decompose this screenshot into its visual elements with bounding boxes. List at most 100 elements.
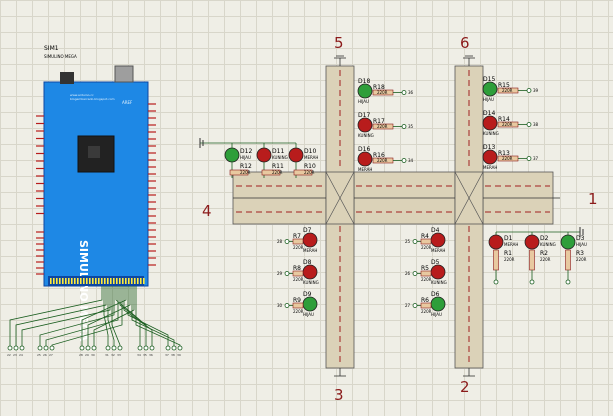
arduino-ref-label: SIM1	[44, 45, 59, 52]
bus-terminal	[165, 345, 171, 351]
bottom-header-pin	[59, 278, 61, 284]
intersection-right	[454, 171, 484, 225]
bus-terminal	[137, 345, 143, 351]
resistor-ref-label: R18	[373, 84, 385, 91]
bus-wire	[111, 286, 121, 346]
resistor-ref-label: R7	[293, 233, 301, 240]
led-color-label: HIJAU	[358, 99, 369, 104]
bus-wire	[93, 286, 135, 346]
resistor-ref-label: R4	[421, 233, 429, 240]
silk-text-1: www.arduino.cc	[70, 93, 94, 97]
resistor	[420, 238, 432, 245]
pin-terminal	[401, 124, 407, 129]
arduino-mega-board[interactable]: SIM1 SIMULINO MEGA www.arduino.cc blogem…	[36, 45, 156, 342]
led-color-label: HIJAU	[303, 312, 314, 317]
bus-wire	[15, 286, 107, 346]
bus-terminal-label: 24	[19, 353, 23, 357]
led-hijau-icon	[430, 296, 446, 312]
bus-terminal	[43, 345, 49, 351]
bottom-header-pin	[56, 278, 58, 284]
bus-terminal-label: 29	[85, 353, 89, 357]
led-ref-label: D5	[431, 259, 440, 266]
traffic-light-south-left[interactable]: D7MERAH28R7220RD8KUNING29R8220RD9HIJAU30…	[277, 227, 319, 317]
pin-number-label: 29	[277, 271, 283, 276]
bottom-header-pin	[71, 278, 73, 284]
resistor-ref-label: R10	[304, 163, 316, 170]
bus-wire	[127, 286, 169, 346]
bus-terminal	[37, 345, 43, 351]
resistor	[292, 302, 304, 309]
resistor-value-label: 220R	[502, 122, 513, 127]
pin-terminal	[412, 303, 418, 308]
resistor-value-label: 220R	[502, 88, 513, 93]
bus-terminal	[49, 345, 55, 351]
resistor-value-label: 220R	[421, 277, 432, 282]
bus-wire	[39, 286, 115, 346]
pin-number-label: 34	[408, 158, 414, 163]
resistor-ref-label: R9	[293, 297, 301, 304]
led-kuning-icon	[256, 147, 272, 163]
bus-terminal-label: 39	[177, 353, 181, 357]
led-merah-icon	[430, 232, 446, 248]
led-color-label: HIJAU	[240, 155, 251, 160]
bus-terminal-label: 32	[111, 353, 115, 357]
bottom-header-pin	[98, 278, 100, 284]
bus-terminal-label: 34	[137, 353, 141, 357]
bottom-header-pin	[104, 278, 106, 284]
bottom-header-pin	[80, 278, 82, 284]
road-label-south-right: 2	[460, 378, 470, 396]
pin-number-label: 27	[405, 303, 411, 308]
led-color-label: HIJAU	[576, 242, 587, 247]
resistor-ref-label: R3	[576, 250, 584, 257]
bus-terminal	[171, 345, 177, 351]
led-color-label: KUNING	[303, 280, 319, 285]
bus-terminal-label: 22	[7, 353, 11, 357]
bus-terminal-label: 23	[13, 353, 17, 357]
bottom-header-pin	[125, 278, 127, 284]
pin-terminal	[401, 158, 407, 163]
bottom-header-pin	[143, 278, 145, 284]
led-merah-icon	[302, 232, 318, 248]
bottom-header-pin	[113, 278, 115, 284]
pin-number-label: 26	[405, 271, 411, 276]
bottom-header-pin	[95, 278, 97, 284]
resistor-value-label: 220R	[377, 158, 388, 163]
traffic-light-west[interactable]: D12HIJAUR12220RD11KUNINGR11220RD10MERAHR…	[199, 138, 318, 178]
bus-terminal-label: 25	[37, 353, 41, 357]
bus-wire	[21, 286, 111, 346]
led-ref-label: D16	[358, 146, 370, 153]
pin-number-label: 38	[533, 122, 539, 127]
left-pin-header	[36, 115, 44, 275]
power-jack	[60, 72, 74, 84]
bottom-header-pin	[62, 278, 64, 284]
led-ref-label: D15	[483, 76, 495, 83]
bottom-header-pin	[110, 278, 112, 284]
led-kuning-icon	[430, 264, 446, 280]
resistor	[229, 169, 249, 176]
